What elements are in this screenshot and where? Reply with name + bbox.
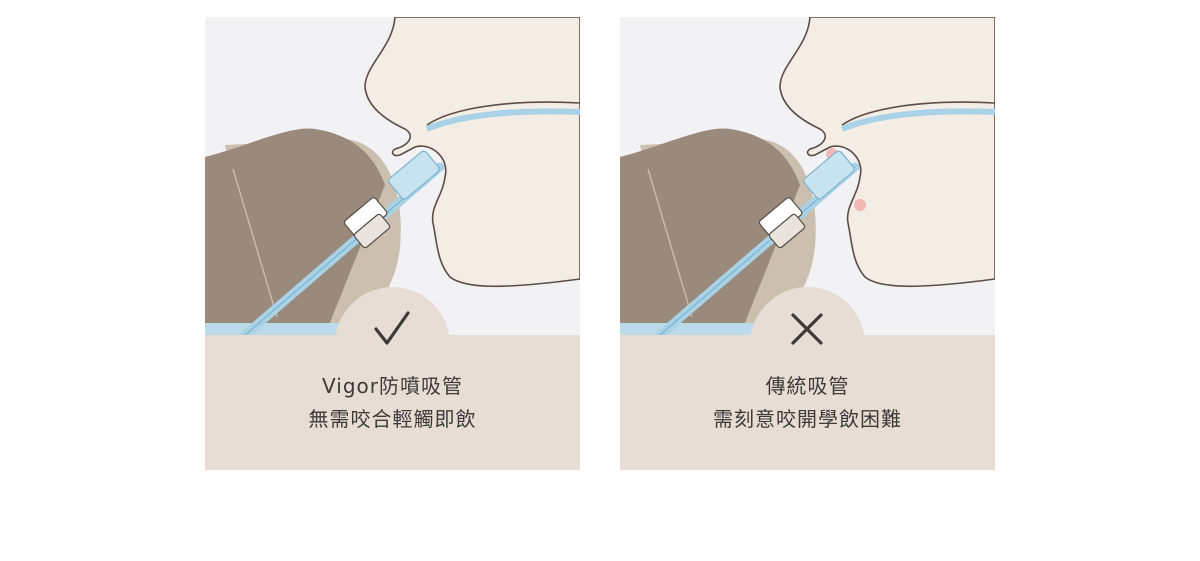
caption-subtitle: 需刻意咬開學飲困難 [713, 407, 902, 431]
cup-body [620, 128, 800, 335]
check-badge [335, 287, 450, 402]
tongue-outline [426, 101, 580, 126]
cross-badge [750, 287, 865, 402]
panel-traditional-straw: 傳統吸管 需刻意咬開學飲困難 [620, 17, 995, 470]
tongue-outline [841, 101, 995, 126]
cross-icon [791, 313, 823, 345]
cup-body [205, 128, 385, 335]
caption-subtitle: 無需咬合輕觸即飲 [308, 407, 477, 431]
panel-vigor-straw: Vigor防噴吸管 無需咬合輕觸即飲 [205, 17, 580, 470]
check-icon [374, 311, 410, 345]
face-profile [364, 17, 580, 288]
caption-title: 傳統吸管 [765, 374, 850, 398]
caption-title: Vigor防噴吸管 [322, 374, 463, 398]
pressure-mark-lower [854, 199, 866, 211]
face-profile [779, 17, 995, 288]
